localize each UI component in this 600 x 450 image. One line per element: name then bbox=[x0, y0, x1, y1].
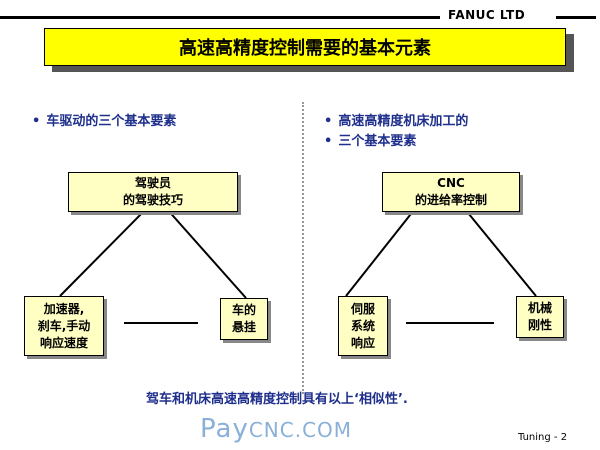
left-connector-top-to-right bbox=[165, 207, 247, 299]
node-driver-skill: 驾驶员 的驾驶技巧 bbox=[68, 172, 238, 212]
node-driver-skill-line1: 驾驶员 bbox=[134, 176, 171, 190]
bullet-dot: • bbox=[324, 134, 333, 149]
node-suspension-line2: 悬挂 bbox=[231, 320, 256, 334]
right-connector-top-to-right bbox=[463, 207, 537, 297]
bullet-dot: • bbox=[324, 114, 333, 129]
watermark-pay: Pay bbox=[200, 414, 249, 444]
right-bullet-1: • 高速高精度机床加工的 bbox=[324, 110, 468, 129]
left-bullet: • 车驱动的三个基本要素 bbox=[32, 110, 176, 129]
left-bullet-text: 车驱动的三个基本要素 bbox=[46, 114, 177, 129]
summary-text: 驾车和机床高速高精度控制具有以上‘相似性’. bbox=[146, 392, 408, 407]
node-cnc-feedrate: CNC 的进给率控制 bbox=[382, 172, 520, 212]
page-footer: Tuning - 2 bbox=[518, 432, 568, 443]
node-car-suspension: 车的 悬挂 bbox=[220, 298, 268, 340]
right-bullet-2: • 三个基本要素 bbox=[324, 130, 416, 149]
watermark-cnc: CNC.COM bbox=[248, 418, 353, 442]
node-rigidity-line2: 刚性 bbox=[527, 318, 552, 332]
node-servo-response: 伺服 系统 响应 bbox=[338, 296, 388, 356]
node-accelerator-line1: 加速器, bbox=[43, 301, 85, 316]
node-accelerator-response: 加速器, 刹车,手动 响应速度 bbox=[24, 296, 104, 356]
node-suspension-line1: 车的 bbox=[231, 303, 256, 317]
node-rigidity-line1: 机械 bbox=[527, 301, 552, 315]
node-cnc-line2: 的进给率控制 bbox=[414, 193, 487, 207]
right-bullet-2-text: 三个基本要素 bbox=[338, 134, 417, 149]
node-servo-line3: 响应 bbox=[350, 335, 375, 350]
left-connector-top-to-left bbox=[59, 204, 151, 297]
node-accelerator-line3: 响应速度 bbox=[39, 335, 88, 350]
brand-label: FANUC LTD bbox=[448, 8, 526, 22]
node-mechanical-rigidity: 机械 刚性 bbox=[516, 296, 564, 338]
bullet-dot: • bbox=[32, 114, 41, 129]
node-servo-line2: 系统 bbox=[350, 318, 375, 333]
node-cnc-line1: CNC bbox=[437, 176, 465, 190]
right-bullet-1-text: 高速高精度机床加工的 bbox=[338, 114, 469, 129]
header-rule-right bbox=[556, 16, 596, 19]
header-rule-left bbox=[0, 16, 440, 19]
node-accelerator-line2: 刹车,手动 bbox=[37, 318, 91, 333]
watermark-logo: PayCNC.COM bbox=[200, 414, 352, 444]
node-servo-line1: 伺服 bbox=[350, 301, 375, 316]
center-divider bbox=[302, 102, 304, 394]
node-driver-skill-line2: 的驾驶技巧 bbox=[122, 193, 183, 207]
right-connector-top-to-left bbox=[345, 204, 419, 297]
slide-title: 高速高精度控制需要的基本元素 bbox=[44, 28, 566, 66]
